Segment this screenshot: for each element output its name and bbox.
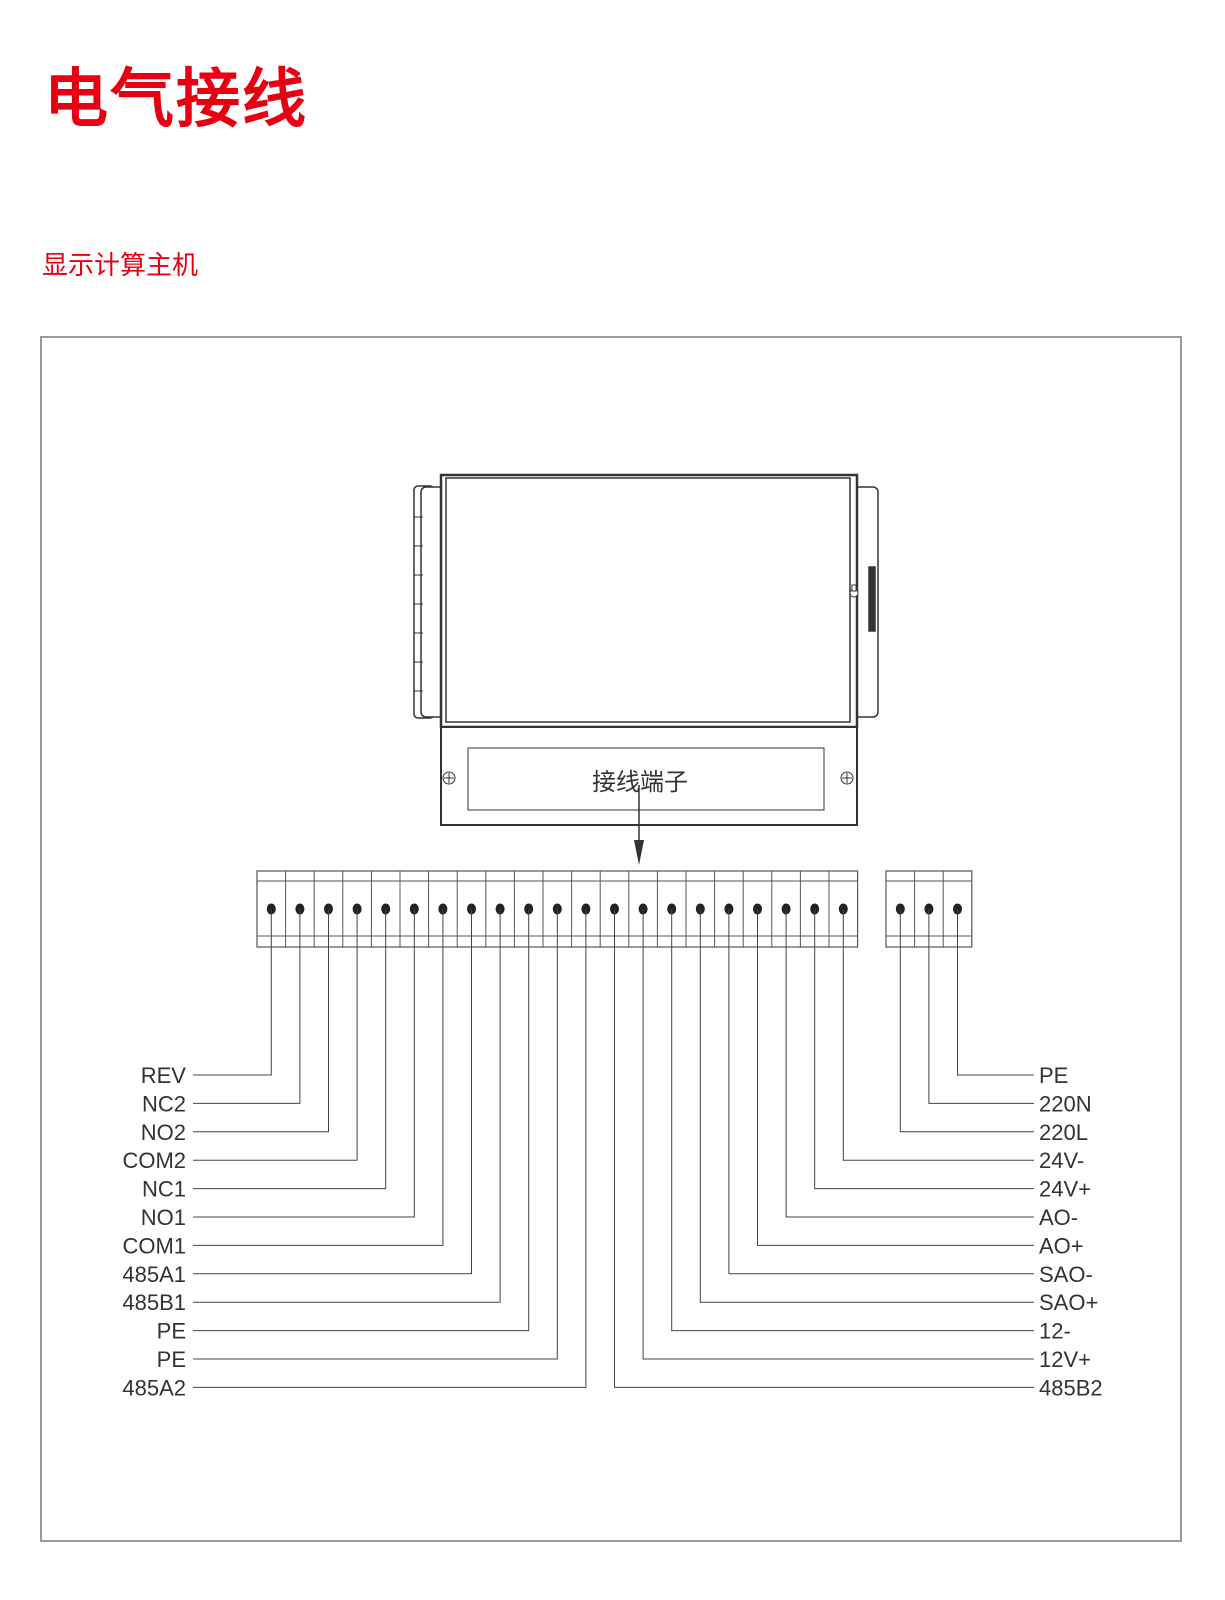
terminal-label: PE — [1039, 1063, 1068, 1088]
wire — [193, 909, 587, 1388]
terminal-label: 485A1 — [122, 1262, 186, 1287]
terminal-label: 485B2 — [1039, 1375, 1103, 1400]
wire — [193, 909, 329, 1133]
terminal-label: 24V+ — [1039, 1177, 1091, 1202]
page-title: 电气接线 — [44, 63, 308, 137]
terminal-label: PE — [157, 1347, 186, 1372]
terminal-label: 485B1 — [122, 1290, 186, 1315]
terminal-label: COM1 — [122, 1233, 186, 1258]
terminal-cover-label: 接线端子 — [592, 769, 688, 796]
wire — [193, 909, 301, 1104]
terminal-label: NO1 — [141, 1205, 186, 1230]
terminal-labels: REVNC2NO2COM2NC1NO1COM1485A1485B1PEPE485… — [122, 1063, 1102, 1400]
terminal-label: 485A2 — [122, 1375, 186, 1400]
wires — [193, 909, 1034, 1388]
wire — [614, 909, 1034, 1388]
wire — [757, 909, 1034, 1246]
terminal-label: PE — [157, 1319, 186, 1344]
wire — [899, 909, 1034, 1133]
terminal-label: NO2 — [141, 1120, 186, 1145]
terminal-label: 12- — [1039, 1319, 1071, 1344]
arrow-to-terminals — [634, 785, 644, 865]
host-device — [413, 473, 879, 826]
wire — [642, 909, 1034, 1360]
terminal-label: SAO+ — [1039, 1290, 1098, 1315]
device-front — [445, 477, 851, 723]
terminal-label: AO- — [1039, 1205, 1078, 1230]
terminal-cover-window — [467, 747, 825, 811]
wire — [193, 909, 444, 1246]
wire — [193, 909, 387, 1190]
wire — [193, 909, 558, 1360]
wire — [814, 909, 1034, 1190]
right-lock-strip — [868, 566, 876, 632]
section-subtitle: 显示计算主机 — [42, 251, 199, 281]
terminal-label: AO+ — [1039, 1233, 1084, 1258]
wire — [842, 909, 1034, 1161]
terminal-label: SAO- — [1039, 1262, 1093, 1287]
wire — [957, 909, 1034, 1076]
keyhole-icon — [849, 584, 859, 598]
screw-icon — [840, 771, 854, 785]
terminal-label: REV — [141, 1063, 187, 1088]
terminal-label: 24V- — [1039, 1148, 1084, 1173]
wire — [193, 909, 358, 1161]
terminal-label: COM2 — [122, 1148, 186, 1173]
wire — [193, 909, 501, 1303]
wire — [699, 909, 1034, 1303]
terminal-label: 12V+ — [1039, 1347, 1091, 1372]
terminal-label: 220L — [1039, 1120, 1088, 1145]
terminal-label: NC1 — [142, 1177, 186, 1202]
wire — [671, 909, 1034, 1332]
hinge-segments — [414, 516, 423, 692]
terminal-label: NC2 — [142, 1091, 186, 1116]
wire — [928, 909, 1034, 1104]
terminal-label: 220N — [1039, 1091, 1092, 1116]
screw-icon — [442, 771, 456, 785]
wire — [728, 909, 1034, 1275]
wire — [785, 909, 1034, 1218]
diagram-frame — [40, 336, 1182, 1542]
wire — [193, 909, 272, 1076]
wire — [193, 909, 530, 1332]
wire — [193, 909, 415, 1218]
wire — [193, 909, 472, 1275]
